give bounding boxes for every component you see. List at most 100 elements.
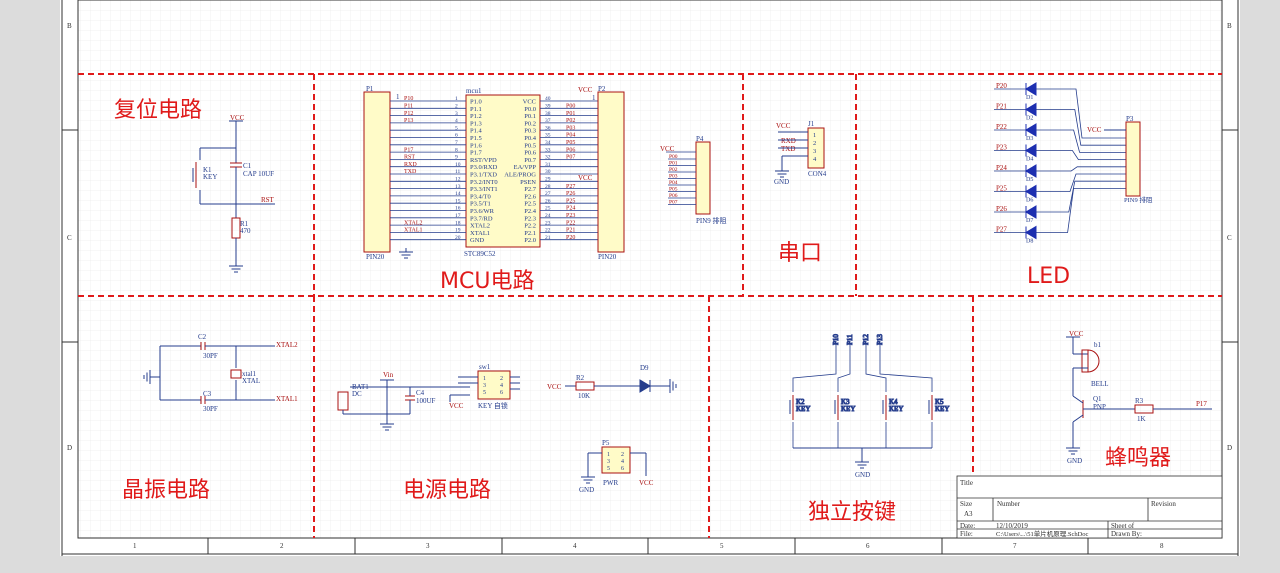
j1-pin: 1 xyxy=(813,132,816,139)
mcu-pin-name: GND xyxy=(470,237,484,244)
key-type: KEY xyxy=(796,405,810,413)
mcu-pin-number: 16 xyxy=(455,206,461,212)
p4-label: P4 xyxy=(696,135,704,143)
mcu-pin-name: P1.5 xyxy=(470,135,482,142)
mcu-pin-number: 33 xyxy=(545,147,551,153)
mcu-pin-number: 39 xyxy=(545,104,551,110)
mcu-pin-name: P0.4 xyxy=(524,135,536,142)
p4-net-label: P06 xyxy=(669,193,678,199)
key-designator: K3 xyxy=(841,398,850,406)
mcu-pin-number: 32 xyxy=(545,155,551,161)
p4-net-label: P03 xyxy=(669,174,678,180)
row-letter: C xyxy=(67,234,72,242)
mcu-pin-number: 8 xyxy=(455,147,458,153)
section-title-crystal: 晶振电路 xyxy=(122,478,210,503)
vcc-label: VCC xyxy=(578,86,593,94)
mcu-pin-name: P3.0/RXD xyxy=(470,164,498,171)
vcc-label: VCC xyxy=(1069,330,1084,338)
gnd-label: GND xyxy=(579,486,594,494)
mcu-pin-name: XTAL1 xyxy=(470,230,490,237)
mcu-pin-number: 6 xyxy=(455,133,458,139)
mcu-pin-number: 15 xyxy=(455,198,461,204)
section-title-led: LED xyxy=(1027,264,1070,289)
crystal-circuit: C2 30PF C3 30PF xtal1 XTAL XTAL2 XTAL1 xyxy=(143,333,298,413)
xtal1-net: XTAL1 xyxy=(276,395,298,403)
bell-part: BELL xyxy=(1091,380,1109,388)
led-designator: D6 xyxy=(1026,198,1033,204)
key-designator: K2 xyxy=(796,398,805,406)
mcu-pin-number: 14 xyxy=(455,191,461,197)
row-letter: C xyxy=(1227,234,1232,242)
sw-pin: 2 xyxy=(500,376,503,382)
section-title-power: 电源电路 xyxy=(403,478,491,503)
mcu-pin-name: VCC xyxy=(523,99,536,106)
p4-net-label: P02 xyxy=(669,167,678,173)
mcu-net-label: P06 xyxy=(566,147,575,153)
d9-designator: D9 xyxy=(640,364,649,372)
section-title-mcu: MCU电路 xyxy=(440,269,534,294)
mcu-pin-name: P2.3 xyxy=(524,215,536,222)
bell-buzzer xyxy=(1087,349,1100,373)
section-titles: 复位电路 MCU电路 串口 LED 晶振电路 电源电路 独立按键 蜂鸣器 xyxy=(114,98,1171,525)
p3-resistor-array xyxy=(1125,121,1141,197)
p5-pin: 3 xyxy=(607,459,610,465)
gnd-label: GND xyxy=(774,178,789,186)
mcu-pin-number: 23 xyxy=(545,220,551,226)
led-wire xyxy=(1036,187,1126,233)
mcu-pin-name: P2.6 xyxy=(524,193,536,200)
p3-label: P3 xyxy=(1126,115,1134,123)
k1-type: KEY xyxy=(203,173,217,181)
p1-label: P1 xyxy=(366,85,374,93)
xtal-part: XTAL xyxy=(242,377,260,385)
row-letter: D xyxy=(1227,444,1232,452)
led-designator: D3 xyxy=(1026,136,1033,142)
col-number: 1 xyxy=(133,542,137,550)
border-zones: B B C C D D 1 2 3 4 5 6 7 8 xyxy=(62,22,1238,554)
mcu-pin-name: PSEN xyxy=(520,179,536,186)
sw-part: KEY 自锁 xyxy=(478,401,508,410)
vin-label: Vin xyxy=(383,371,394,379)
mcu-pin-number: 35 xyxy=(545,133,551,139)
r1-value: 470 xyxy=(240,227,251,235)
r1-designator: R1 xyxy=(240,220,249,228)
mcu-pin-number: 1 xyxy=(455,96,458,102)
vcc-label: VCC xyxy=(1087,126,1102,134)
mcu-pin-name: P3.1/TXD xyxy=(470,172,497,179)
led-wire xyxy=(1036,166,1126,172)
mcu-net-label: P27 xyxy=(566,184,575,190)
key-wire xyxy=(837,338,851,392)
led-net-label: P27 xyxy=(996,226,1007,234)
mcu-circuit: P1 1 PIN20 mcu1 STC89C52 P1.01P10P1.12P1… xyxy=(363,85,727,261)
mcu-net-label: P10 xyxy=(404,96,413,102)
sw-pin: 3 xyxy=(483,383,486,389)
file-value: C:\Users\...\51单片机原理.SchDoc xyxy=(996,529,1089,538)
p2-label: P2 xyxy=(598,85,606,93)
mcu-pin-number: 10 xyxy=(455,162,461,168)
date-label: Date: xyxy=(960,522,975,530)
led-net-label: P20 xyxy=(996,82,1007,90)
mcu-pin-name: P1.0 xyxy=(470,99,482,106)
mcu-net-label: P12 xyxy=(404,111,413,117)
p17-net: P17 xyxy=(1196,400,1207,408)
mcu-left-pins: P1.01P10P1.12P11P1.23P12P1.34P13P1.45P1.… xyxy=(390,96,498,244)
file-label: File: xyxy=(960,530,973,538)
mcu-pin-name: P0.3 xyxy=(524,128,536,135)
col-number: 3 xyxy=(426,542,430,550)
mcu-pin-number: 2 xyxy=(455,104,458,110)
led-net-label: P22 xyxy=(996,123,1007,131)
mcu-pin-name: P3.2/INT0 xyxy=(470,179,498,186)
key-wire xyxy=(792,338,837,392)
mcu-pin-name: P2.7 xyxy=(524,186,536,193)
mcu-pin-number: 20 xyxy=(455,235,461,241)
mcu-net-label: P04 xyxy=(566,133,575,139)
c1-designator: C1 xyxy=(243,162,252,170)
led-wire xyxy=(1036,150,1126,161)
p3-part: PIN9 排阻 xyxy=(1124,195,1153,204)
mcu-net-label: P03 xyxy=(566,125,575,131)
section-title-serial: 串口 xyxy=(778,241,822,266)
p4-net-label: P00 xyxy=(669,154,678,160)
mcu-pin-number: 4 xyxy=(455,118,458,124)
led-designator: D2 xyxy=(1026,116,1033,122)
